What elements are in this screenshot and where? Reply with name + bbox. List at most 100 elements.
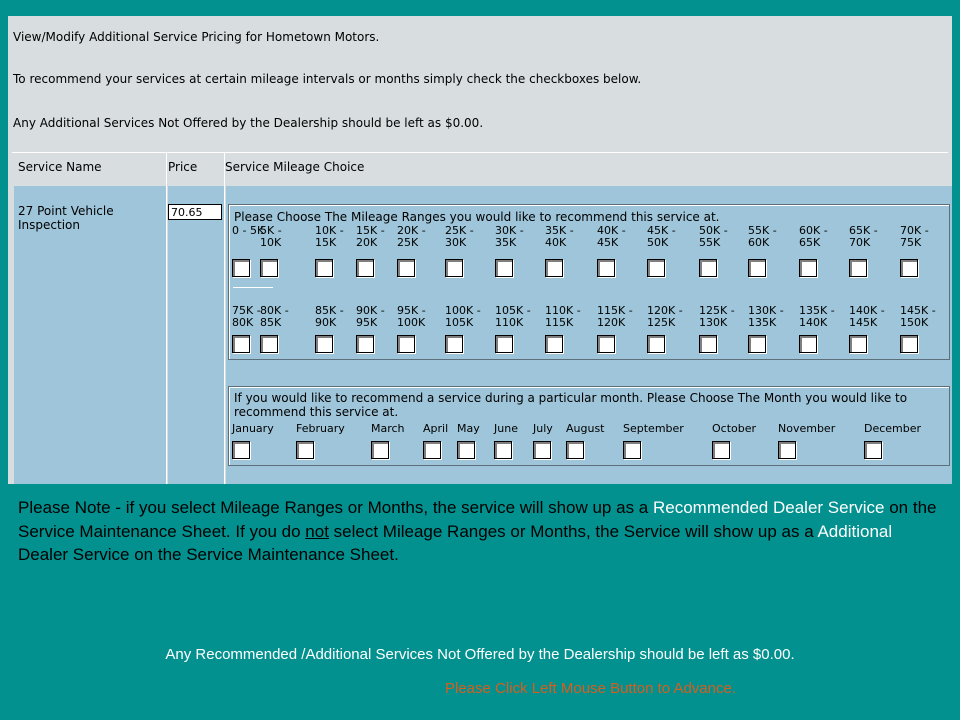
mileage-range-label: 55K - 60K — [748, 224, 777, 249]
mileage-range-label: 115K - 120K — [597, 304, 633, 329]
price-cell: 70.65 — [168, 186, 224, 484]
month-checkbox[interactable] — [778, 441, 796, 459]
header-mileage-choice: Service Mileage Choice — [225, 160, 365, 174]
mileage-range-checkbox[interactable] — [748, 259, 766, 277]
mileage-range-checkbox[interactable] — [356, 335, 374, 353]
mileage-range-checkbox[interactable] — [900, 259, 918, 277]
mileage-range-checkbox[interactable] — [545, 259, 563, 277]
mileage-range-checkbox[interactable] — [232, 335, 250, 353]
month-checkbox[interactable] — [457, 441, 475, 459]
mileage-range-checkbox[interactable] — [397, 259, 415, 277]
mileage-range-label: 120K - 125K — [647, 304, 683, 329]
mileage-range-checkbox[interactable] — [849, 335, 867, 353]
mileage-range-label: 125K - 130K — [699, 304, 735, 329]
mileage-range-label: 30K - 35K — [495, 224, 524, 249]
month-checkbox[interactable] — [423, 441, 441, 459]
mileage-range-label: 5K - 10K — [260, 224, 282, 249]
note-recommended: Recommended Dealer Service — [652, 498, 885, 517]
mileage-range-label: 35K - 40K — [545, 224, 574, 249]
mileage-range-checkbox[interactable] — [315, 259, 333, 277]
month-label: October — [712, 422, 757, 435]
header-service-name: Service Name — [18, 160, 102, 174]
mileage-range-checkbox[interactable] — [495, 259, 513, 277]
month-label: March — [371, 422, 405, 435]
month-label: November — [778, 422, 836, 435]
mileage-range-label: 20K - 25K — [397, 224, 426, 249]
row-separator — [233, 287, 273, 288]
note-paragraph: Please Note - if you select Mileage Rang… — [18, 496, 938, 567]
month-checkbox[interactable] — [232, 441, 250, 459]
month-checkbox[interactable] — [623, 441, 641, 459]
mileage-range-checkbox[interactable] — [315, 335, 333, 353]
service-name: 27 Point Vehicle Inspection — [18, 204, 114, 232]
service-name-cell: 27 Point Vehicle Inspection — [14, 186, 166, 484]
mileage-range-label: 80K - 85K — [260, 304, 289, 329]
mileage-range-label: 0 - 5K — [232, 224, 265, 237]
note-text-3: select Mileage Ranges or Months, the Ser… — [328, 521, 818, 541]
mileage-range-checkbox[interactable] — [545, 335, 563, 353]
mileage-range-checkbox[interactable] — [647, 335, 665, 353]
mileage-range-label: 100K - 105K — [445, 304, 481, 329]
month-label: September — [623, 422, 684, 435]
mileage-range-checkbox[interactable] — [356, 259, 374, 277]
mileage-range-checkbox[interactable] — [799, 259, 817, 277]
mileage-range-checkbox[interactable] — [748, 335, 766, 353]
mileage-range-checkbox[interactable] — [597, 335, 615, 353]
note-text-1: Please Note - if you select Mileage Rang… — [18, 498, 649, 517]
price-input[interactable]: 70.65 — [168, 204, 222, 220]
note-text-4: Dealer Service — [18, 545, 130, 564]
mileage-range-label: 70K - 75K — [900, 224, 929, 249]
months-title: If you would like to recommend a service… — [234, 391, 908, 419]
month-label: June — [494, 422, 518, 435]
mileage-range-checkbox[interactable] — [799, 335, 817, 353]
mileage-range-label: 135K - 140K — [799, 304, 835, 329]
month-label: February — [296, 422, 345, 435]
note-not: not — [305, 521, 329, 541]
column-divider — [166, 152, 167, 484]
month-label: May — [457, 422, 480, 435]
instruction-text: To recommend your services at certain mi… — [13, 72, 642, 86]
month-checkbox[interactable] — [371, 441, 389, 459]
mileage-range-label: 45K - 50K — [647, 224, 676, 249]
month-label: January — [232, 422, 274, 435]
note-additional: Additional — [817, 521, 893, 541]
mileage-range-checkbox[interactable] — [849, 259, 867, 277]
mileage-range-checkbox[interactable] — [260, 335, 278, 353]
mileage-range-label: 105K - 110K — [495, 304, 531, 329]
header-price: Price — [168, 160, 198, 174]
mileage-range-checkbox[interactable] — [260, 259, 278, 277]
advance-instruction: Please Click Left Mouse Button to Advanc… — [445, 680, 736, 697]
mileage-range-checkbox[interactable] — [699, 335, 717, 353]
month-label: April — [423, 422, 449, 435]
footer-notice: Any Recommended /Additional Services Not… — [165, 646, 795, 663]
mileage-range-checkbox[interactable] — [597, 259, 615, 277]
page-title: View/Modify Additional Service Pricing f… — [13, 30, 380, 44]
month-checkbox[interactable] — [864, 441, 882, 459]
mileage-range-label: 140K - 145K — [849, 304, 885, 329]
mileage-range-checkbox[interactable] — [699, 259, 717, 277]
mileage-range-checkbox[interactable] — [232, 259, 250, 277]
mileage-range-checkbox[interactable] — [445, 259, 463, 277]
mileage-range-label: 65K - 70K — [849, 224, 878, 249]
table-header: Service Name Price Service Mileage Choic… — [8, 138, 952, 182]
mileage-range-label: 15K - 20K — [356, 224, 385, 249]
mileage-range-checkbox[interactable] — [495, 335, 513, 353]
month-checkbox[interactable] — [566, 441, 584, 459]
mileage-range-label: 25K - 30K — [445, 224, 474, 249]
month-checkbox[interactable] — [712, 441, 730, 459]
mileage-range-checkbox[interactable] — [647, 259, 665, 277]
mileage-range-checkbox[interactable] — [397, 335, 415, 353]
mileage-range-label: 75K - 80K — [232, 304, 261, 329]
month-label: July — [533, 422, 553, 435]
month-checkbox[interactable] — [494, 441, 512, 459]
mileage-range-checkbox[interactable] — [445, 335, 463, 353]
month-checkbox[interactable] — [533, 441, 551, 459]
month-checkbox[interactable] — [296, 441, 314, 459]
mileage-range-label: 95K - 100K — [397, 304, 426, 329]
mileage-ranges-title: Please Choose The Mileage Ranges you wou… — [234, 210, 720, 224]
note-text-2: on the Service Maintenance Sheet. If you… — [18, 498, 937, 541]
mileage-range-label: 10K - 15K — [315, 224, 344, 249]
column-divider — [224, 152, 225, 484]
mileage-choice-cell — [226, 186, 952, 484]
mileage-range-checkbox[interactable] — [900, 335, 918, 353]
